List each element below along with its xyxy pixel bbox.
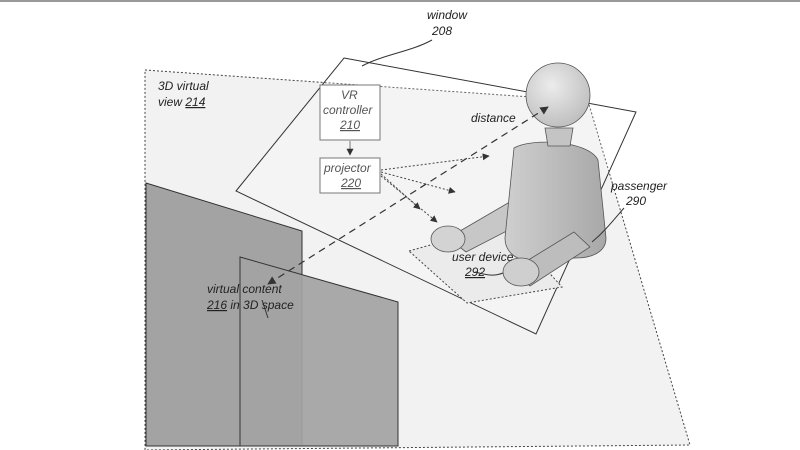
projector-label: projector bbox=[323, 161, 372, 175]
content-leader-line bbox=[261, 299, 269, 319]
window-leader-line bbox=[361, 39, 433, 67]
window-number: 208 bbox=[431, 24, 452, 38]
virtual-content-label-line1: virtual content bbox=[207, 282, 282, 296]
distance-label: distance bbox=[471, 111, 516, 125]
passenger-number: 290 bbox=[625, 194, 646, 208]
passenger-label: passenger bbox=[610, 179, 668, 193]
vr-controller-label-line1: VR bbox=[341, 88, 358, 102]
window-label: window bbox=[427, 8, 468, 22]
view-label-line2: view 214 bbox=[158, 95, 206, 109]
view-label-line1: 3D virtual bbox=[158, 79, 209, 93]
virtual-content-panel-front bbox=[239, 256, 399, 447]
device-leader-line bbox=[474, 271, 504, 276]
projector-number: 220 bbox=[340, 176, 361, 190]
virtual-content-label-line2: 216 in 3D space bbox=[206, 298, 294, 312]
passenger-leader-line bbox=[591, 207, 625, 243]
vr-controller-number: 210 bbox=[339, 118, 360, 132]
user-device-number: 292 bbox=[464, 265, 485, 279]
vr-controller-label-line2: controller bbox=[323, 103, 373, 117]
user-device-label: user device bbox=[452, 250, 514, 264]
distance-arrow bbox=[267, 106, 549, 285]
